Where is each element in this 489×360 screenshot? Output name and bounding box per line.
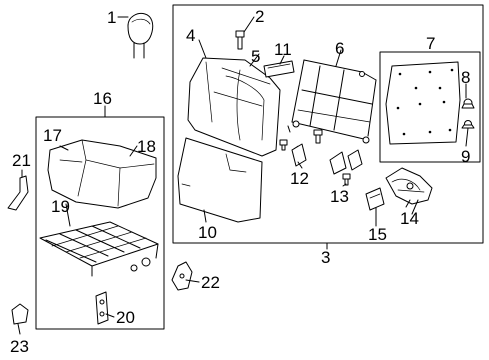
bracket-part-12 (291, 143, 307, 167)
trim-part-21 (7, 175, 29, 211)
callout-6: 6 (335, 39, 344, 58)
callout-21: 21 (12, 151, 31, 170)
subframe-16 (35, 116, 165, 330)
callout-23: 23 (10, 337, 29, 356)
callout-1: 1 (107, 8, 116, 27)
callout-15: 15 (368, 225, 387, 244)
callout-13: 13 (330, 187, 349, 206)
bracket-part-22 (171, 261, 193, 291)
seat-frame (39, 221, 159, 277)
latch-cover-13 (329, 149, 363, 186)
leader-lines (17, 16, 469, 335)
main-frame (172, 4, 484, 244)
callout-22: 22 (201, 273, 220, 292)
back-board (385, 61, 461, 145)
callout-4: 4 (186, 26, 195, 45)
callout-16: 16 (93, 89, 112, 108)
callout-7: 7 (426, 34, 435, 53)
callout-5: 5 (251, 47, 260, 66)
callout-20: 20 (116, 308, 135, 327)
subframe-7 (379, 51, 481, 163)
bracket-part-15 (365, 187, 385, 211)
callout-18: 18 (137, 137, 156, 156)
callout-10: 10 (198, 223, 217, 242)
seatback-cushion (187, 57, 281, 157)
rear-panel (177, 137, 263, 223)
callout-8: 8 (461, 68, 470, 87)
cover-part-23 (11, 303, 29, 325)
callout-17: 17 (43, 126, 62, 145)
seatback-frame (287, 59, 377, 144)
bolt-part-2 (235, 30, 245, 50)
hinge-part-20 (95, 291, 109, 325)
bolt-near-frame (279, 129, 323, 151)
callout-2: 2 (255, 7, 264, 26)
latch-assembly-14 (385, 167, 433, 215)
callout-9: 9 (461, 147, 470, 166)
clip-part-9 (461, 120, 475, 129)
callout-11: 11 (274, 40, 292, 59)
seat-cushion (47, 139, 157, 209)
callout-12: 12 (290, 169, 309, 188)
clip-part-8 (461, 98, 475, 109)
callout-19: 19 (51, 197, 70, 216)
pad-part-11 (263, 60, 295, 78)
headrest-part (127, 13, 154, 59)
callout-3: 3 (321, 248, 330, 267)
callout-14: 14 (400, 209, 419, 228)
